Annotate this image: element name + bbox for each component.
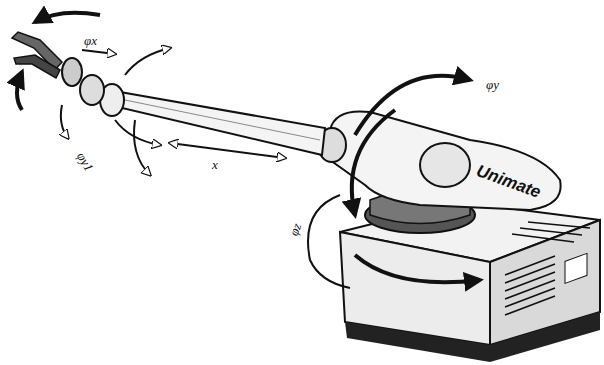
axis-symbol: x [212, 158, 218, 171]
angle-symbol: φy [486, 78, 499, 91]
angle-symbol: φx [84, 34, 97, 47]
angle-symbol: φy1 [75, 150, 96, 173]
angle-symbol: φz [287, 221, 303, 237]
